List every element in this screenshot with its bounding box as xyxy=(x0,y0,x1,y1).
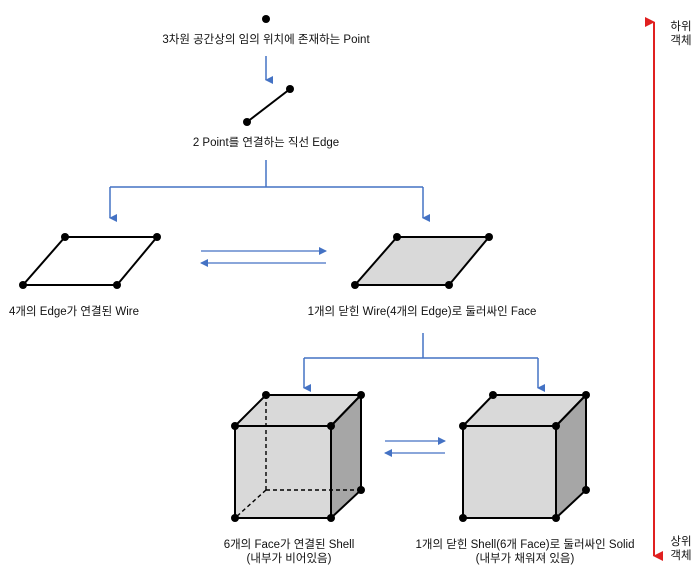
branch-face-to-shell-solid xyxy=(303,333,545,392)
solid-label: 1개의 닫힌 Shell(6개 Face)로 둘러싸인 Solid (내부가 채… xyxy=(416,538,635,566)
wire-figure xyxy=(19,233,161,289)
face-label: 1개의 닫힌 Wire(4개의 Edge)로 둘러싸인 Face xyxy=(307,306,537,318)
wire-label: 4개의 Edge가 연결된 Wire xyxy=(9,306,139,318)
edge-label: 2 Point를 연결하는 직선 Edge xyxy=(192,137,340,149)
scale-top-line2: 객체 xyxy=(670,35,692,47)
shell-label-line2: (내부가 비어있음) xyxy=(246,553,332,565)
scale-top-line1: 하위 xyxy=(670,21,692,33)
shell-figure xyxy=(231,391,365,522)
point-label: 3차원 공간상의 임의 위치에 존재하는 Point xyxy=(162,34,370,46)
arrows-shell-solid xyxy=(384,437,446,457)
shell-label-line1: 6개의 Face가 연결된 Shell xyxy=(223,539,355,551)
arrows-wire-face xyxy=(200,247,327,267)
scale-bottom-line1: 상위 xyxy=(670,536,692,548)
shell-label: 6개의 Face가 연결된 Shell (내부가 비어있음) xyxy=(224,538,355,566)
solid-label-line1: 1개의 닫힌 Shell(6개 Face)로 둘러싸인 Solid xyxy=(415,539,635,551)
face-figure xyxy=(351,233,493,289)
point-figure xyxy=(262,15,270,23)
edge-figure xyxy=(243,85,294,126)
branch-edge-to-wire-face xyxy=(109,160,430,222)
scale-bottom-line2: 객체 xyxy=(670,550,692,562)
solid-label-line2: (내부가 채워져 있음) xyxy=(475,553,575,565)
solid-figure xyxy=(459,391,590,522)
scale-bottom-label: 상위 객체 xyxy=(666,535,696,563)
scale-top-label: 하위 객체 xyxy=(666,20,696,48)
